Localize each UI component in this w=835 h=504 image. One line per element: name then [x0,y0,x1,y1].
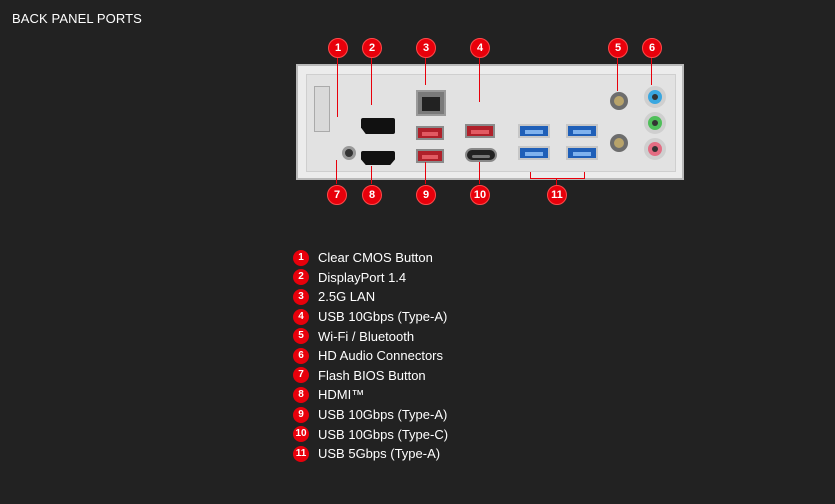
callout-bracket [530,178,585,179]
legend-label: Wi-Fi / Bluetooth [318,328,415,344]
legend-number: 9 [293,406,309,423]
callout-bracket [530,172,531,179]
list-item: 3 2.5G LAN [293,287,448,307]
usb-10gbps-c-port [465,148,497,162]
callout-leader-line [617,57,618,91]
legend-number: 3 [293,288,309,305]
wifi-antenna-connector [610,134,628,152]
list-item: 4 USB 10Gbps (Type-A) [293,307,448,327]
callout-2: 2 [362,38,382,58]
callout-11: 11 [547,185,567,205]
clear-cmos-button [314,86,330,132]
page-title: BACK PANEL PORTS [12,11,142,26]
callout-8: 8 [362,185,382,205]
io-panel-diagram [296,64,684,180]
list-item: 11 USB 5Gbps (Type-A) [293,444,448,464]
legend-label: USB 10Gbps (Type-A) [318,309,448,325]
legend-label: USB 10Gbps (Type-C) [318,426,449,442]
legend-label: USB 10Gbps (Type-A) [318,407,448,423]
legend-label: Flash BIOS Button [318,367,426,383]
legend-label: 2.5G LAN [318,289,376,305]
legend-label: DisplayPort 1.4 [318,269,407,285]
list-item: 1 Clear CMOS Button [293,248,448,268]
legend-label: Clear CMOS Button [318,250,433,266]
list-item: 7 Flash BIOS Button [293,366,448,386]
legend-number: 7 [293,367,309,384]
legend-label: USB 5Gbps (Type-A) [318,446,441,462]
callout-5: 5 [608,38,628,58]
legend-number: 6 [293,347,309,364]
flash-bios-button [342,146,356,160]
usb-10gbps-a-port [416,149,444,163]
callout-leader-line [336,160,337,184]
callout-bracket [584,172,585,179]
callout-7: 7 [327,185,347,205]
legend-number: 1 [293,249,309,266]
callout-leader-line [425,162,426,184]
legend-number: 4 [293,308,309,325]
callout-4: 4 [470,38,490,58]
wifi-antenna-connector [610,92,628,110]
list-item: 5 Wi-Fi / Bluetooth [293,326,448,346]
legend-number: 5 [293,328,309,345]
callout-leader-line [479,162,480,184]
legend-number: 2 [293,269,309,286]
usb-10gbps-a-port [416,126,444,140]
list-item: 8 HDMI™ [293,385,448,405]
legend-number: 11 [293,445,309,462]
legend-label: HD Audio Connectors [318,348,444,364]
usb-5gbps-a-port [518,124,550,138]
callout-leader-line [479,57,480,102]
legend-number: 10 [293,426,309,443]
callout-1: 1 [328,38,348,58]
legend-number: 8 [293,386,309,403]
hdmi-port [361,151,395,165]
audio-jack-green [644,112,666,134]
list-item: 2 DisplayPort 1.4 [293,268,448,288]
port-legend: 1 Clear CMOS Button 2 DisplayPort 1.4 3 … [293,248,448,464]
callout-6: 6 [642,38,662,58]
list-item: 9 USB 10Gbps (Type-A) [293,405,448,425]
callout-9: 9 [416,185,436,205]
callout-leader-line [337,57,338,117]
callout-leader-line [651,57,652,85]
lan-port [416,90,446,116]
callout-leader-line [425,57,426,85]
callout-leader-line [371,57,372,105]
list-item: 6 HD Audio Connectors [293,346,448,366]
usb-5gbps-a-port [566,124,598,138]
usb-5gbps-a-port [566,146,598,160]
displayport-port [361,118,395,134]
callout-10: 10 [470,185,490,205]
legend-label: HDMI™ [318,387,365,403]
audio-jack-blue [644,86,666,108]
list-item: 10 USB 10Gbps (Type-C) [293,424,448,444]
usb-10gbps-a-port [465,124,495,138]
usb-5gbps-a-port [518,146,550,160]
callout-leader-line [371,166,372,184]
callout-leader-line [556,178,557,186]
callout-3: 3 [416,38,436,58]
audio-jack-pink [644,138,666,160]
